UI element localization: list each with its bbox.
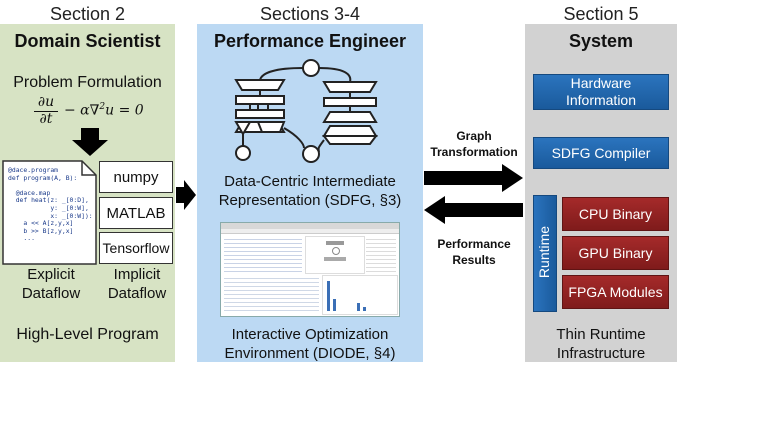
- domain-scientist-title: Domain Scientist: [14, 31, 161, 51]
- code-line: def heat(z: _[0:D],: [8, 196, 89, 205]
- cpu-binary-box: CPU Binary: [562, 197, 669, 231]
- code-line: @dace.program: [8, 167, 59, 174]
- hardware-information-box: Hardware Information: [533, 74, 669, 110]
- code-line: def program(A, B):: [8, 173, 78, 182]
- sdfg-label: Data-Centric Intermediate Representation…: [218, 173, 402, 209]
- graph-transformation-label: Graph Transformation: [430, 129, 518, 159]
- thin-runtime-label: Thin Runtime Infrastructure: [556, 326, 646, 362]
- section-label-right: Section 5: [563, 4, 639, 24]
- numpy-box: numpy: [99, 161, 173, 193]
- right-arrow-icon: [176, 180, 196, 210]
- sdfg-compiler-box: SDFG Compiler: [533, 137, 669, 169]
- diode-label: Interactive Optimization Environment (DI…: [224, 326, 396, 362]
- sdfg-graph-icon: [234, 59, 378, 163]
- heat-equation: ∂u ∂t − α∇2u = 0: [30, 94, 170, 128]
- code-line: y: _[0:W],: [8, 203, 89, 212]
- performance-results-label: Performance Results: [437, 237, 511, 267]
- diode-screenshot: [220, 222, 400, 317]
- explicit-dataflow-label: Explicit Dataflow: [21, 266, 81, 302]
- gpu-binary-box: GPU Binary: [562, 236, 669, 270]
- system-title: System: [568, 31, 634, 51]
- code-snippet: @dace.program def program(A, B): @dace.m…: [8, 167, 92, 261]
- down-arrow-icon: [72, 128, 108, 156]
- fpga-modules-box: FPGA Modules: [562, 275, 669, 309]
- right-transfer-arrow-icon: [424, 164, 523, 192]
- runtime-label: Runtime: [536, 225, 552, 279]
- performance-engineer-title: Performance Engineer: [213, 31, 407, 51]
- code-line: x: _[0:W]):: [8, 211, 92, 220]
- code-document: [2, 160, 97, 265]
- code-line: @dace.map: [8, 188, 51, 197]
- implicit-dataflow-label: Implicit Dataflow: [107, 266, 167, 302]
- section-label-middle: Sections 3-4: [259, 4, 361, 24]
- tensorflow-box: Tensorflow: [99, 232, 173, 264]
- left-transfer-arrow-icon: [424, 196, 523, 224]
- code-line: a << A[z,y,x]: [8, 219, 74, 228]
- code-line: b >> B[z,y,x]: [8, 226, 74, 235]
- problem-formulation-label: Problem Formulation: [13, 74, 162, 91]
- high-level-program-label: High-Level Program: [16, 326, 159, 343]
- code-line: ...: [8, 234, 35, 243]
- matlab-box: MATLAB: [99, 197, 173, 229]
- runtime-bar: [533, 195, 557, 312]
- section-label-left: Section 2: [49, 4, 126, 24]
